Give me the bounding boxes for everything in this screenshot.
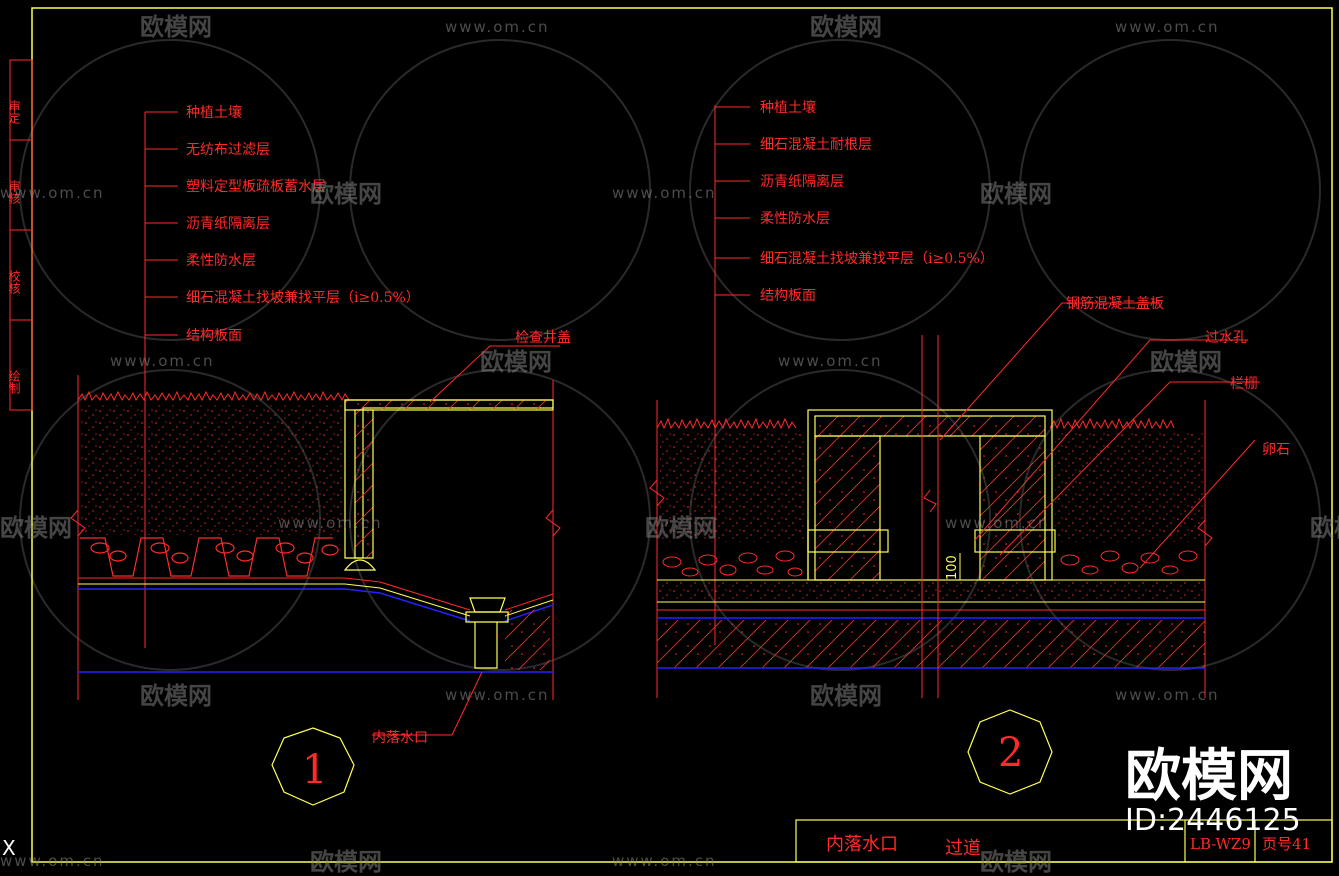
drawing-frame	[31, 7, 1333, 863]
watermarks: 欧模网 www.om.cn 欧模网 www.om.cn www.om.cn 欧模…	[0, 13, 1339, 876]
detail-2-layer-5: 细石混凝土找坡兼找平层（i≥0.5%）	[760, 251, 994, 267]
side-bar-item-1: 审定	[7, 99, 21, 125]
detail-1-layer-6: 细石混凝土找坡兼找平层（i≥0.5%）	[186, 290, 420, 306]
detail-2-gravel	[662, 550, 1198, 577]
corner-mark: X	[2, 836, 16, 860]
detail-2-layer-1: 种植土壤	[760, 99, 816, 116]
watermark-site: www.om.cn	[778, 352, 883, 370]
watermark-site: www.om.cn	[1115, 686, 1220, 704]
watermark-site: www.om.cn	[0, 184, 105, 202]
detail-2-layer-2: 细石混凝土耐根层	[760, 137, 872, 153]
watermark-brand: 欧模网	[980, 180, 1052, 208]
watermark-site: www.om.cn	[612, 852, 717, 870]
watermark-site: www.om.cn	[945, 514, 1050, 532]
detail-2-number: 2	[998, 730, 1023, 776]
watermark-brand: 欧模网	[810, 682, 882, 710]
watermark-brand: 欧模网	[140, 682, 212, 710]
detail-1-cover-leader	[429, 345, 560, 403]
detail-1-layer-1: 种植土壤	[186, 104, 242, 121]
detail-2-dimension: 100	[945, 555, 960, 580]
watermark-site: www.om.cn	[110, 352, 215, 370]
title-block-code: LB-WZ9	[1190, 835, 1251, 853]
detail-1-drainage-cups	[80, 537, 339, 577]
title-block-page: 页号41	[1262, 835, 1311, 853]
watermark-site: www.om.cn	[445, 686, 550, 704]
watermark-site: www.om.cn	[278, 514, 383, 532]
detail-2-callout-gravel: 卵石	[1262, 442, 1290, 458]
watermark-brand: 欧模网	[980, 848, 1052, 876]
detail-2: 种植土壤 细石混凝土耐根层 沥青纸隔离层 柔性防水层 细石混凝土找坡兼找平层（i…	[649, 99, 1290, 795]
detail-1-number: 1	[302, 747, 327, 793]
detail-2-layer-3: 沥青纸隔离层	[760, 173, 844, 190]
watermark-brand: 欧模网	[1310, 514, 1339, 542]
watermark-brand: 欧模网	[810, 13, 882, 41]
detail-1-grass	[77, 390, 350, 402]
detail-2-grass	[656, 417, 797, 430]
watermark-site: www.om.cn	[1115, 18, 1220, 36]
detail-2-callout-slab: 钢筋混凝土盖板	[1066, 295, 1164, 312]
detail-2-callout-hole: 过水孔	[1205, 330, 1247, 346]
detail-1-layer-2: 无纺布过滤层	[186, 142, 270, 158]
detail-1-badge	[271, 727, 355, 806]
detail-1: 种植土壤 无纺布过滤层 塑料定型板疏板蓄水层 沥青纸隔离层 柔性防水层 细石混凝…	[70, 104, 571, 806]
watermark-site: www.om.cn	[445, 18, 550, 36]
detail-1-layer-4: 沥青纸隔离层	[186, 215, 270, 232]
side-bar-item-3: 校核	[7, 269, 21, 294]
watermark-brand: 欧模网	[480, 348, 552, 376]
detail-2-layer-6: 结构板面	[760, 288, 816, 304]
detail-2-layer-4: 柔性防水层	[760, 211, 830, 227]
watermark-site: www.om.cn	[0, 852, 105, 870]
detail-2-cover-structure	[807, 409, 1056, 581]
watermark-brand: 欧模网	[1150, 348, 1222, 376]
detail-2-callout-grate: 栏栅	[1230, 376, 1258, 392]
watermark-brand: 欧模网	[310, 180, 382, 208]
brand-id: ID:2446125	[1125, 803, 1301, 838]
detail-1-drain-leader	[372, 671, 483, 736]
detail-2-leader-ticks	[715, 106, 750, 296]
detail-1-callout-cover: 检查井盖	[515, 330, 571, 346]
watermark-brand: 欧模网	[645, 514, 717, 542]
detail-1-inspection-well	[343, 399, 554, 669]
detail-1-callout-drain: 内落水口	[372, 730, 428, 746]
watermark-brand: 欧模网	[140, 13, 212, 41]
title-block-name-2: 过道	[945, 838, 981, 859]
side-bar-item-4: 绘制	[7, 369, 21, 394]
side-bar-item-2: 审核	[7, 179, 21, 204]
detail-1-leader-ticks	[145, 111, 178, 336]
watermark-brand: 欧模网	[310, 848, 382, 876]
detail-2-badge	[967, 709, 1053, 795]
detail-1-layer-5: 柔性防水层	[186, 253, 256, 269]
watermark-site: www.om.cn	[612, 184, 717, 202]
title-block	[795, 819, 1333, 863]
detail-1-layer-3: 塑料定型板疏板蓄水层	[186, 179, 326, 195]
side-bar: 审定 审核 校核 绘制	[7, 59, 33, 411]
watermark-circles	[19, 39, 1321, 671]
detail-1-layer-7: 结构板面	[186, 328, 242, 344]
title-block-name-1: 内落水口	[826, 834, 898, 855]
watermark-brand: 欧模网	[0, 514, 72, 542]
brand-logo-text: 欧模网	[1125, 744, 1293, 809]
